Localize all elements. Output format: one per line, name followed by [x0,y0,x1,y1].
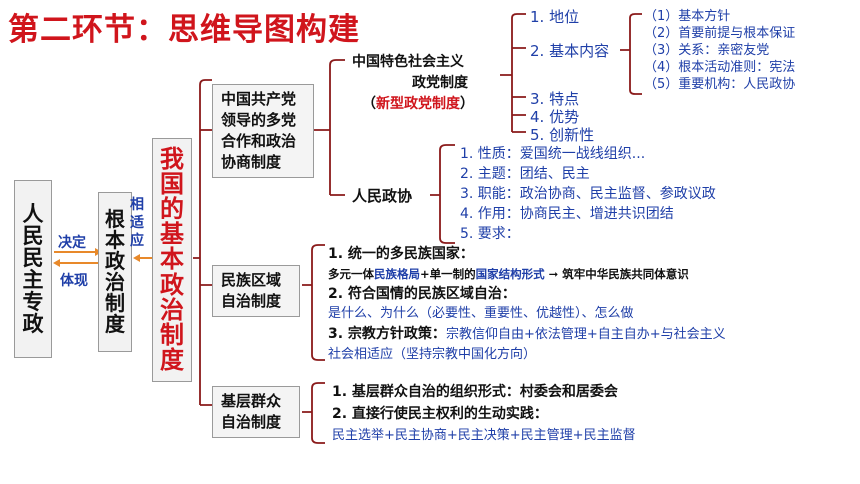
basic-char: 本 [160,245,184,274]
cppcc-label: 人民政协 [352,187,413,205]
cpc-line: 合作和政治 [221,132,297,150]
root-char: 民 [22,223,44,248]
paren-close: ） [460,96,474,112]
root-char: 主 [22,268,44,292]
cppcc-item: 1. 性质：爱国统一战线组织... [460,146,646,162]
decide-label: 决定 [58,235,86,251]
grassroots-line: 2. 直接行使民主权利的生动实践： [332,406,548,422]
ethnic-part: 国家结构形式 [475,267,545,281]
cppcc-item: 2. 主题：团结、民主 [460,166,590,182]
root-box: 人 民 民 主 专 政 [14,180,52,358]
content-item: （5）重要机构：人民政协 [644,77,796,92]
ethnic-part: 宗教信仰自由+依法管理+自主自办+与社会主义 [445,327,726,342]
paren-open: （ [362,96,376,112]
party-item: 2. 基本内容 [530,42,610,60]
ethnic-line: 是什么、为什么（必要性、重要性、优越性）、怎么做 [328,306,634,321]
fundamental-system-box: 根 本 政 治 制 度 [98,192,132,352]
grassroots-box-line: 自治制度 [221,413,282,431]
cpc-line: 领导的多党 [221,111,297,129]
ethnic-line: 社会相适应（坚持宗教中国化方向） [328,347,537,362]
root-char: 人 [22,201,44,226]
ethnic-line: 多元一体民族格局+单一制的国家结构形式 ➞ 筑牢中华民族共同体意识 [328,264,726,284]
content-item: （4）根本活动准则：宪法 [644,60,796,75]
content-item: （2）首要前提与根本保证 [644,26,796,41]
party-line2: 政党制度 [412,75,468,91]
adapt-char: 适 [130,215,144,231]
content-item: （1）基本方针 [644,9,731,24]
content-list: （1）基本方针 （2）首要前提与根本保证 （3）关系：亲密友党 （4）根本活动准… [644,8,795,93]
party-item: 4. 优势 [530,108,580,126]
cpc-line: 中国共产党 [221,90,297,108]
ethnic-part: 多元一体 [328,267,374,281]
system-char: 本 [105,228,125,252]
ethnic-part: 3. 宗教方针政策： [328,326,446,342]
page-title: 第二环节：思维导图构建 [8,12,360,48]
system-char: 制 [105,291,125,315]
system-char: 根 [105,207,125,231]
grassroots-line: 民主选举+民主协商+民主决策+民主管理+民主监督 [332,428,636,443]
cppcc-item: 5. 要求： [460,226,520,242]
root-char: 专 [22,290,44,315]
basic-system-box: 我 国 的 基 本 政 治 制 度 [152,138,192,382]
ethnic-part: 民族格局 [374,267,420,281]
ethnic-box-line: 自治制度 [221,292,282,310]
basic-char: 基 [160,220,184,249]
party-system-label: 中国特色社会主义 政党制度 （新型政党制度） [352,52,474,115]
ethnic-line: 2. 符合国情的民族区域自治： [328,286,516,302]
basic-char: 制 [160,320,184,349]
new-party-system: 新型政党制度 [376,96,460,112]
basic-char: 治 [160,295,184,324]
party-line1: 中国特色社会主义 [352,54,464,70]
ethnic-part: ➞ 筑牢中华民族共同体意识 [544,267,689,281]
basic-char: 国 [160,169,184,198]
cppcc-item: 3. 职能：政治协商、民主监督、参政议政 [460,186,716,202]
cppcc-list: 1. 性质：爱国统一战线组织... 2. 主题：团结、民主 3. 职能：政治协商… [460,144,716,244]
adapt-char: 应 [130,233,144,249]
adapt-char: 相 [130,197,144,213]
cpc-line: 协商制度 [221,153,282,171]
grassroots-autonomy-box: 基层群众 自治制度 [212,386,300,438]
cppcc-item: 4. 作用：协商民主、增进共识团结 [460,206,674,222]
ethnic-line: 3. 宗教方针政策：宗教信仰自由+依法管理+自主自办+与社会主义 [328,324,726,345]
party-item: 3. 特点 [530,90,580,108]
system-char: 治 [105,270,125,294]
basic-char: 我 [160,144,184,173]
basic-char: 的 [160,195,184,224]
system-char: 度 [105,312,125,336]
party-item: 1. 地位 [530,8,580,26]
ethnic-autonomy-box: 民族区域 自治制度 [212,265,300,317]
root-char: 民 [22,245,44,270]
root-char: 政 [22,312,44,337]
adapt-label: 相 适 应 [130,196,144,250]
grassroots-line: 1. 基层群众自治的组织形式：村委会和居委会 [332,384,618,400]
ethnic-part: +单一制的 [420,267,476,281]
party-line3: （新型政党制度） [352,94,474,115]
ethnic-details: 1. 统一的多民族国家： 多元一体民族格局+单一制的国家结构形式 ➞ 筑牢中华民… [328,244,726,365]
embody-label: 体现 [60,273,88,289]
ethnic-line: 1. 统一的多民族国家： [328,246,474,262]
ethnic-box-line: 民族区域 [221,271,282,289]
grassroots-box-line: 基层群众 [221,392,282,410]
party-item: 5. 创新性 [530,126,595,144]
cpc-cooperation-box: 中国共产党 领导的多党 合作和政治 协商制度 [212,84,314,178]
content-item: （3）关系：亲密友党 [644,43,770,58]
basic-char: 政 [160,270,184,299]
system-char: 政 [105,249,125,273]
basic-char: 度 [160,346,184,375]
grassroots-details: 1. 基层群众自治的组织形式：村委会和居委会 2. 直接行使民主权利的生动实践：… [332,381,636,447]
